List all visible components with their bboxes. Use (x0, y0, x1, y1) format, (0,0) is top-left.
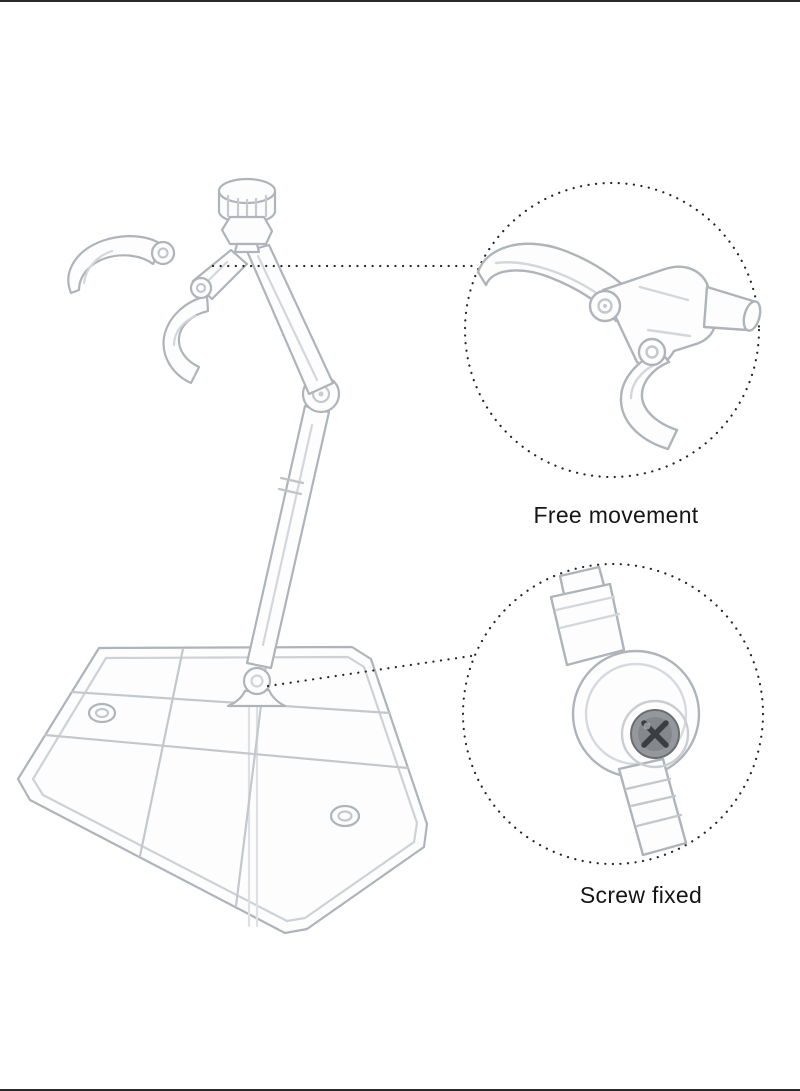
screw-fixed-zoom-joint (549, 565, 701, 857)
support-arm (226, 243, 341, 708)
screw-fixed-callout (266, 562, 765, 866)
claw-upper-prong (67, 235, 164, 295)
zoom-pivot-screw-upper (588, 289, 622, 323)
phillips-screw (630, 709, 680, 759)
base-peg-right (329, 804, 361, 828)
upper-arm (245, 243, 335, 396)
adjuster-knob (217, 177, 277, 254)
zoom-claw-lower-prong (619, 350, 679, 451)
phillips-cross-icon (641, 720, 669, 748)
screw-fixed-label: Screw fixed (579, 882, 703, 908)
base-foot (226, 688, 287, 708)
zoom-lower-peg (617, 757, 688, 857)
zoom-pivot-screw-lower (637, 337, 667, 367)
base-plate (16, 645, 429, 935)
top-frame-line (0, 0, 800, 2)
base-grid (43, 647, 410, 908)
screw-recess-ring (620, 699, 690, 769)
claw-arm (67, 235, 249, 385)
screw-fixed-leader-line (266, 653, 480, 688)
bottom-frame-line (0, 1089, 800, 1091)
claw-lower-prong (162, 294, 210, 385)
zoom-upper-strut (549, 582, 626, 667)
claw-pivot-screw-lower (189, 276, 213, 300)
stand-illustration (16, 177, 429, 935)
free-movement-callout-circle (463, 181, 761, 479)
screw-fixed-callout-circle (461, 562, 765, 866)
free-movement-label: Free movement (533, 502, 699, 528)
free-movement-zoom-claw (476, 242, 762, 451)
base-peg-left (87, 702, 117, 724)
claw-pivot-screw-upper (150, 240, 176, 266)
base-ball-joint (242, 666, 272, 696)
free-movement-callout (211, 181, 761, 479)
